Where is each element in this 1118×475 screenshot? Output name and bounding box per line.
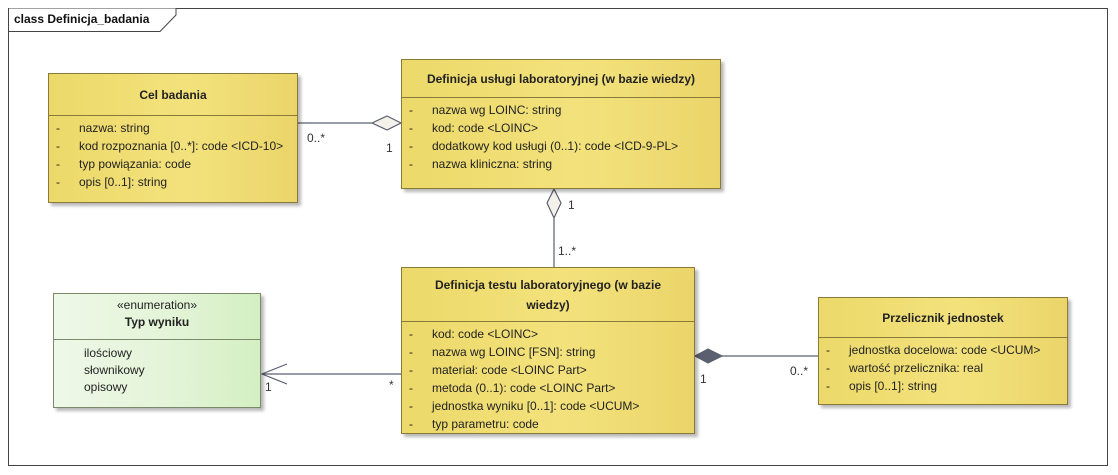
class-header: Definicja usługi laboratoryjnej (w bazie… <box>402 60 720 98</box>
class-przelicznik-jednostek[interactable]: Przelicznik jednostek -jednostka docelow… <box>818 297 1068 405</box>
enum-stereotype: «enumeration» <box>116 298 198 312</box>
class-header: Przelicznik jednostek <box>819 298 1067 338</box>
multiplicity-cel-end: 0..* <box>307 131 326 145</box>
multiplicity-przelicznik-end: 0..* <box>790 364 809 378</box>
attribute-row: -jednostka docelowa: code <UCUM> <box>826 343 1041 357</box>
class-cel-badania[interactable]: Cel badania -nazwa: string -kod rozpozna… <box>48 73 298 203</box>
enum-name: Typ wyniku <box>124 315 190 329</box>
attribute-row: -metoda (0..1): code <LOINC Part> <box>409 381 616 395</box>
class-name-line-1: Definicja testu laboratoryjnego (w bazie <box>434 277 662 292</box>
attribute-row: -nazwa wg LOINC [FSN]: string <box>409 345 596 359</box>
attribute-list: -jednostka docelowa: code <UCUM> -wartoś… <box>819 338 1067 395</box>
enum-literal-list: ilościowy słownikowy opisowy <box>54 340 260 396</box>
multiplicity-test-left-end: * <box>389 378 394 392</box>
attribute-row: -dodatkowy kod usługi (0..1): code <ICD-… <box>409 139 679 153</box>
multiplicity-enum-end: 1 <box>265 380 272 394</box>
attribute-list: -kod: code <LOINC> -nazwa wg LOINC [FSN]… <box>402 322 694 433</box>
aggregation-diamond-usluga-left <box>370 115 403 131</box>
attribute-row: -kod: code <LOINC> <box>409 327 539 341</box>
enumeration-typ-wyniku[interactable]: «enumeration» Typ wyniku ilościowy słown… <box>53 293 261 408</box>
attribute-row: -typ powiązania: code <box>56 157 192 171</box>
multiplicity-test-right-end: 1 <box>700 372 707 386</box>
frame-title: class Definicja_badania <box>14 12 150 26</box>
arrowhead-enum <box>260 363 288 385</box>
class-definicja-testu[interactable]: Definicja testu laboratoryjnego (w bazie… <box>401 267 695 434</box>
attribute-row: -opis [0..1]: string <box>826 379 938 393</box>
class-header: Cel badania <box>49 74 297 116</box>
attribute-row: -materiał: code <LOINC Part> <box>409 363 587 377</box>
diagram-frame <box>8 8 1108 466</box>
class-name: Definicja usługi laboratoryjnej (w bazie… <box>426 71 696 86</box>
multiplicity-usluga-bottom-end: 1 <box>568 198 575 212</box>
attribute-row: -nazwa kliniczna: string <box>409 157 553 171</box>
attribute-row: -typ parametru: code <box>409 417 539 431</box>
aggregation-diamond-usluga-bottom <box>546 187 562 220</box>
enum-header: «enumeration» Typ wyniku <box>54 294 260 340</box>
multiplicity-test-top-end: 1..* <box>558 244 577 258</box>
enum-literal: słownikowy <box>84 363 145 377</box>
class-header: Definicja testu laboratoryjnego (w bazie… <box>402 268 694 322</box>
attribute-row: -wartość przelicznika: real <box>826 361 984 375</box>
attribute-row: -kod rozpoznania [0..*]: code <ICD-10> <box>56 139 284 153</box>
class-definicja-uslugi[interactable]: Definicja usługi laboratoryjnej (w bazie… <box>401 59 721 189</box>
attribute-list: -nazwa: string -kod rozpoznania [0..*]: … <box>49 116 297 191</box>
enum-literal: opisowy <box>84 380 128 394</box>
attribute-row: -kod: code <LOINC> <box>409 121 539 135</box>
class-name-line-2: wiedzy) <box>526 297 570 312</box>
composition-diamond-test-right <box>693 348 724 364</box>
multiplicity-usluga-left-end: 1 <box>386 141 393 155</box>
attribute-list: -nazwa wg LOINC: string -kod: code <LOIN… <box>402 98 720 173</box>
attribute-row: -jednostka wyniku [0..1]: code <UCUM> <box>409 399 640 413</box>
attribute-row: -opis [0..1]: string <box>56 175 168 189</box>
class-name: Przelicznik jednostek <box>882 310 1004 325</box>
attribute-row: -nazwa: string <box>56 121 150 135</box>
enum-literal: ilościowy <box>84 346 133 360</box>
class-name: Cel badania <box>139 87 207 102</box>
attribute-row: -nazwa wg LOINC: string <box>409 103 562 117</box>
